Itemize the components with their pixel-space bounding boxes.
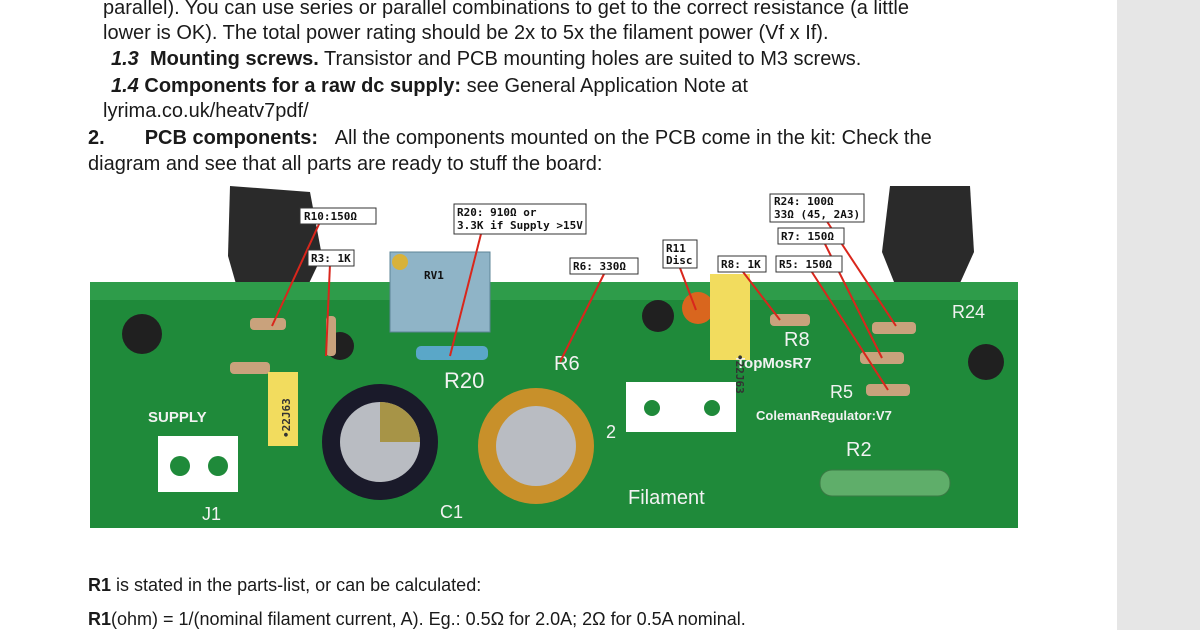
callout-r20: R20: 910Ω or 3.3K if Supply >15V — [453, 203, 587, 235]
silk-supply: SUPPLY — [148, 409, 207, 426]
pcb-photo: SUPPLY R20 R6 R8 TopMosR7 R5 ColemanRegu… — [90, 186, 1018, 528]
svg-text:R24: 100Ω: R24: 100Ω — [774, 195, 834, 208]
item-title: Mounting screws. — [149, 48, 319, 70]
svg-text:R7: 150Ω: R7: 150Ω — [781, 230, 834, 243]
callout-r24: R24: 100Ω 33Ω (45, 2A3) — [769, 193, 865, 223]
section-pcb-components: 2. PCB components: All the components mou… — [88, 126, 932, 150]
silk-c2: 2 — [606, 422, 616, 442]
pcb-illustration: SUPPLY R20 R6 R8 TopMosR7 R5 ColemanRegu… — [90, 186, 1018, 528]
svg-text:R8: 1K: R8: 1K — [721, 258, 761, 271]
section-title: PCB components: — [144, 127, 319, 149]
item-number: 1.3 — [111, 48, 139, 70]
text-line: parallel). You can use series or paralle… — [103, 0, 909, 19]
silk-r8: R8 — [784, 329, 810, 351]
label-rv1: RV1 — [424, 269, 444, 282]
side-panel — [1117, 0, 1200, 630]
silk-r2: R2 — [846, 439, 872, 461]
document-page: parallel). You can use series or paralle… — [88, 0, 1018, 631]
silk-r20: R20 — [444, 368, 484, 393]
svg-text:Disc: Disc — [666, 254, 693, 267]
section-text: All the components mounted on the PCB co… — [334, 127, 932, 149]
svg-text:R3: 1K: R3: 1K — [311, 252, 351, 265]
silk-j1: J1 — [202, 504, 221, 524]
r1-formula-text: (ohm) = 1/(nominal filament current, A).… — [111, 609, 746, 629]
cap-code: •22J63 — [733, 354, 746, 394]
silk-r5: R5 — [830, 382, 853, 402]
item-raw-dc-supply: 1.4 Components for a raw dc supply: see … — [111, 74, 748, 98]
silk-r7: TopMosR7 — [736, 355, 812, 372]
transistor-right — [968, 344, 1004, 380]
r1-note-text: is stated in the parts-list, or can be c… — [111, 575, 482, 595]
svg-text:R5: 150Ω: R5: 150Ω — [779, 258, 832, 271]
svg-text:33Ω (45, 2A3): 33Ω (45, 2A3) — [774, 208, 860, 221]
right-heatsink — [882, 186, 974, 292]
callout-r5: R5: 150Ω — [775, 255, 843, 273]
svg-text:R20: 910Ω or: R20: 910Ω or — [457, 206, 537, 219]
silk-filament: Filament — [628, 487, 705, 509]
film-capacitor — [268, 372, 298, 446]
silk-c1: C1 — [440, 502, 463, 522]
text-line: diagram and see that all parts are ready… — [88, 153, 603, 175]
section-number: 2. — [88, 127, 105, 149]
r1-note: R1 is stated in the parts-list, or can b… — [88, 573, 481, 597]
left-heatsink — [228, 186, 322, 298]
silk-r6: R6 — [554, 353, 580, 375]
callout-r7: R7: 150Ω — [777, 227, 845, 245]
silk-r24: R24 — [952, 302, 985, 322]
r1-formula: R1(ohm) = 1/(nominal filament current, A… — [88, 607, 746, 631]
cap-code: •22J63 — [280, 398, 293, 438]
item-text: see General Application Note at — [466, 75, 748, 97]
text-line: lower is OK). The total power rating sho… — [103, 22, 829, 44]
callout-r6: R6: 330Ω — [569, 257, 639, 275]
callout-r11: R11 Disc — [662, 239, 698, 269]
item-mounting-screws: 1.3 Mounting screws. Transistor and PCB … — [111, 47, 861, 71]
item-number: 1.4 — [111, 75, 139, 97]
power-resistor-r2 — [819, 469, 951, 497]
svg-text:R10:150Ω: R10:150Ω — [304, 210, 357, 223]
item-title: Components for a raw dc supply: — [144, 75, 462, 97]
svg-text:R6: 330Ω: R6: 330Ω — [573, 260, 626, 273]
svg-text:R11: R11 — [666, 242, 686, 255]
transistor-left — [122, 314, 162, 354]
callout-r8: R8: 1K — [717, 255, 767, 273]
link-text: lyrima.co.uk/heatv7pdf/ — [103, 100, 309, 122]
svg-text:3.3K if Supply >15V: 3.3K if Supply >15V — [457, 219, 583, 232]
r1-label: R1 — [88, 575, 112, 595]
disc-capacitor — [682, 292, 714, 324]
callout-r10: R10:150Ω — [299, 207, 377, 225]
r1-label: R1 — [88, 609, 112, 629]
item-text: Transistor and PCB mounting holes are su… — [324, 48, 862, 70]
callout-r3: R3: 1K — [307, 249, 355, 267]
silk-regulator: ColemanRegulator:V7 — [756, 408, 892, 423]
